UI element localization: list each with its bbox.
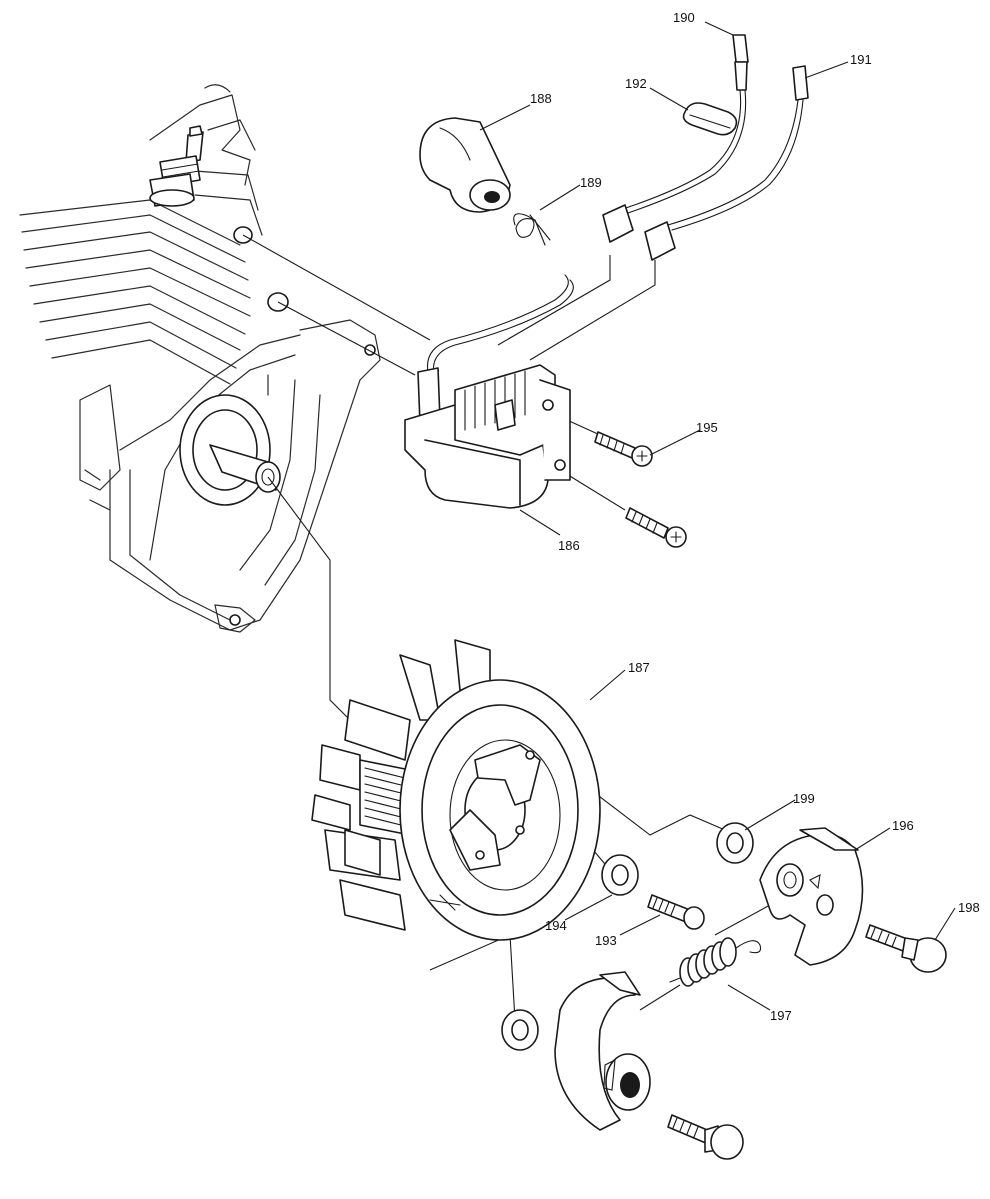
part-198-bolt [865,924,947,973]
callout-190: 190 [673,10,695,25]
part-191-wire [667,65,809,231]
part-194-washer [601,854,639,896]
callout-198: 198 [958,900,980,915]
part-196-clutch-shoe [759,827,864,966]
callout-192: 192 [625,76,647,91]
part-197-spring [669,937,762,987]
part-193-screw [647,894,705,930]
part-199-washer [716,822,754,864]
part-188-plug-cap [419,117,511,213]
callout-187: 187 [628,660,650,675]
wire-terminal-plates [602,204,676,261]
callout-199: 199 [793,791,815,806]
callout-196: 196 [892,818,914,833]
part-192-grommet [682,102,738,136]
part-190-wire [619,34,749,215]
lower-washer [501,1009,539,1051]
callout-197: 197 [770,1008,792,1023]
spark-plug [149,125,204,207]
lower-clutch-shoe [554,971,651,1131]
part-187-flywheel [311,639,601,941]
callout-186: 186 [558,538,580,553]
callout-194: 194 [545,918,567,933]
callout-191: 191 [850,52,872,67]
callout-189: 189 [580,175,602,190]
part-189-spring [513,213,551,246]
bolt-lower [625,507,687,548]
part-186-ignition-coil [404,274,574,509]
assembly-lines [242,234,771,1021]
lower-bolt [667,1114,744,1160]
callout-188: 188 [530,91,552,106]
callout-195: 195 [696,420,718,435]
engine-crankcase [19,84,381,633]
callout-labels: 186 187 188 189 190 191 192 193 194 195 … [530,10,980,1023]
part-195-bolt [594,431,653,467]
callout-193: 193 [595,933,617,948]
callout-leaders [479,21,956,1011]
